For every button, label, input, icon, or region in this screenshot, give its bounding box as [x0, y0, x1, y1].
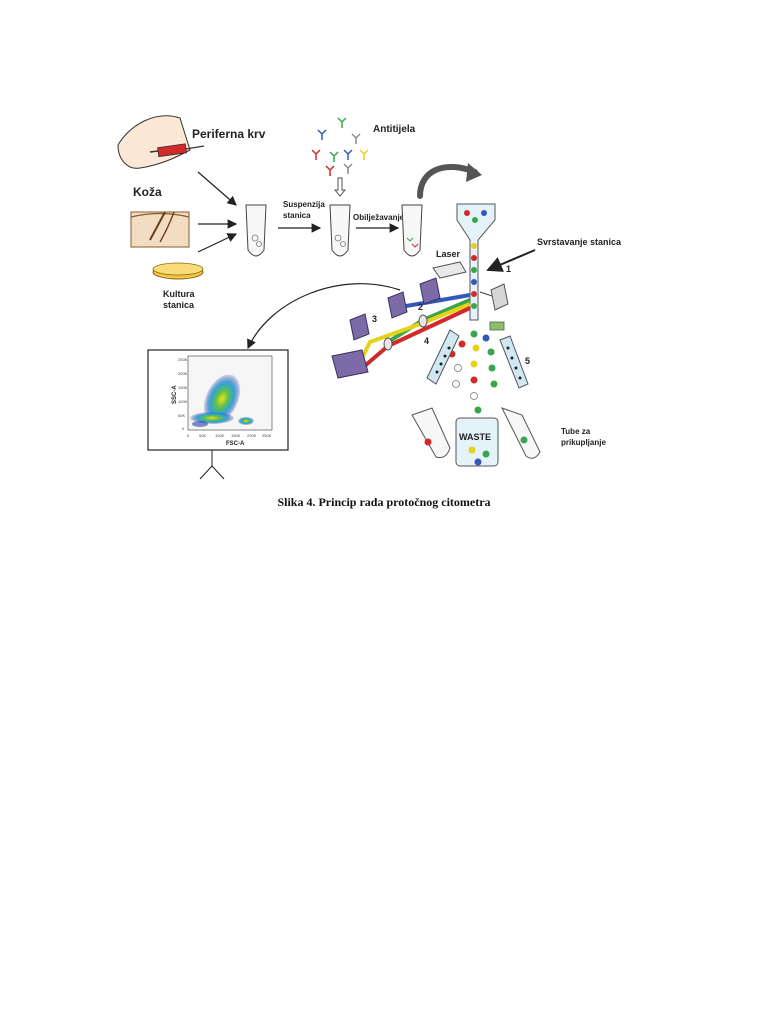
label-svrstavanje: Svrstavanje stanica — [537, 237, 622, 247]
deflection-plate-right — [499, 335, 529, 389]
label-waste: WASTE — [459, 432, 491, 442]
label-laser: Laser — [436, 249, 461, 259]
charge-electrode-icon — [489, 321, 505, 331]
label-koza: Koža — [133, 185, 162, 199]
plot-xtick: 200K — [247, 433, 257, 438]
hand-syringe-icon — [117, 115, 205, 169]
plot-xticks: 0 50K 100K 150K 200K 250K — [187, 433, 272, 438]
plot-xtick: 250K — [262, 433, 272, 438]
detector-blue-icon — [419, 277, 441, 305]
antibodies-icon — [311, 117, 369, 176]
label-kultura: Kultura — [163, 289, 195, 299]
mirror-4-icon — [383, 314, 428, 351]
plot-ytick: 100K — [178, 399, 188, 404]
arrow-to-plot — [247, 283, 401, 350]
tube-2-icon — [329, 204, 351, 257]
plot-yticks: 250K 200K 150K 100K 50K 0 — [178, 357, 188, 431]
plot-xlabel: FSC-A — [226, 441, 245, 447]
plot-ylabel: SSC-A — [172, 385, 178, 404]
label-num3: 3 — [372, 314, 377, 324]
arrow-antibodies-down — [334, 177, 346, 197]
plot-xtick: 0 — [187, 433, 190, 438]
plot-ytick: 200K — [178, 371, 188, 376]
figure-caption: Slika 4. Princip rada protočnog citometr… — [277, 495, 491, 509]
flow-cell — [456, 203, 496, 321]
deflection-plate-left — [426, 329, 460, 385]
flow-cell-cells — [464, 210, 487, 309]
scatter-plot — [187, 355, 273, 431]
tube-3-icon — [401, 204, 423, 257]
plot-ytick: 50K — [178, 413, 185, 418]
plot-xtick: 100K — [215, 433, 225, 438]
label-num4: 4 — [424, 336, 429, 346]
curved-arrow — [417, 163, 478, 199]
arrow-culture-to-tube — [197, 233, 238, 253]
label-periferna-krv: Periferna krv — [192, 127, 266, 141]
label-num1: 1 — [506, 264, 511, 274]
arrow-blood-to-tube — [197, 171, 237, 206]
label-stanica: stanica — [283, 211, 311, 220]
tube-1-icon — [245, 204, 267, 257]
detector-red-icon — [331, 349, 369, 379]
label-num2: 2 — [418, 302, 423, 312]
laser-icon — [432, 261, 467, 279]
label-antitijela: Antitijela — [373, 124, 416, 135]
collection-tube-right-icon — [501, 407, 541, 459]
label-obiljezavanje: Obilježavanje — [353, 213, 405, 222]
label-prikupljanje: prikupljanje — [561, 438, 606, 447]
plot-xtick: 50K — [199, 433, 206, 438]
label-kultura-stanica: stanica — [163, 300, 195, 310]
label-tube: Tube za — [561, 427, 591, 436]
detector-1-icon — [479, 283, 509, 311]
label-suspenzija: Suspenzija — [283, 200, 325, 209]
plot-ytick: 150K — [178, 385, 188, 390]
collection-tube-left-icon — [411, 407, 451, 459]
detector-yellow-icon — [349, 313, 370, 341]
skin-section-icon — [130, 211, 190, 248]
plot-xtick: 150K — [231, 433, 241, 438]
droplets — [448, 330, 498, 414]
plot-ytick: 0 — [182, 426, 185, 431]
plot-ytick: 250K — [178, 357, 188, 362]
culture-dish-icon — [152, 262, 204, 280]
label-num5: 5 — [525, 356, 530, 366]
waste-container-icon — [455, 417, 499, 467]
detector-green-icon — [387, 291, 408, 319]
arrow-sorting — [486, 249, 536, 272]
curved-arrow-head — [466, 163, 482, 182]
